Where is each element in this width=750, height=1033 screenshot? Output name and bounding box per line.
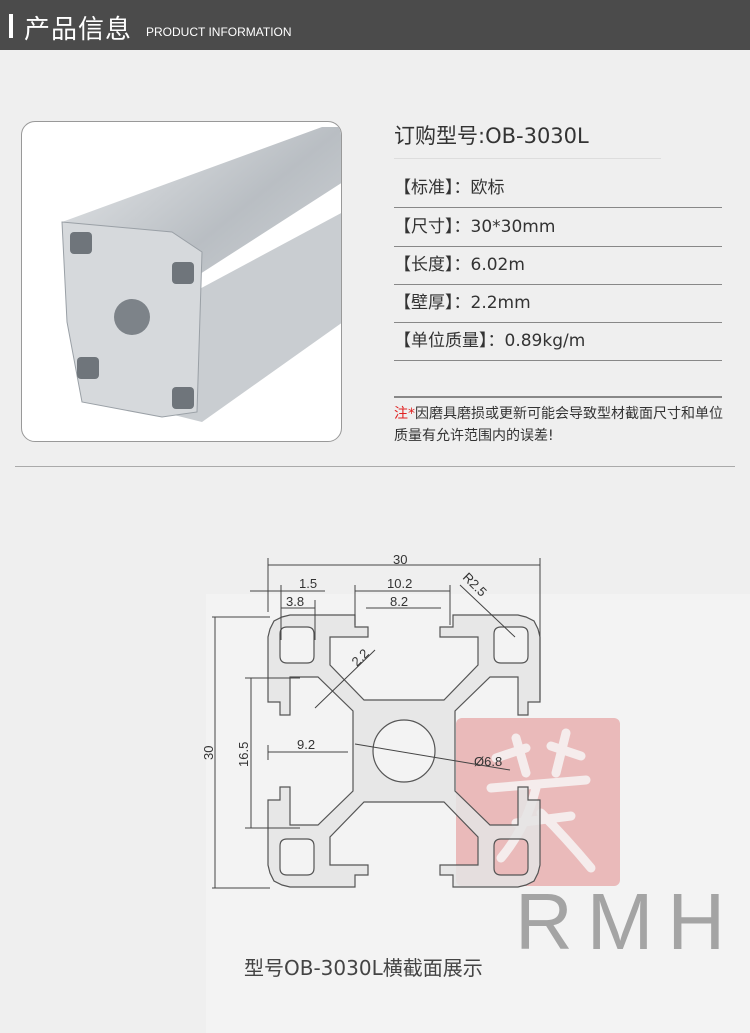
- profile-outline: [267, 614, 541, 888]
- dim-hole: Ø6.8: [474, 754, 502, 769]
- divider: [394, 396, 722, 398]
- dim-width: 30: [393, 552, 407, 567]
- section-subtitle: PRODUCT INFORMATION: [146, 25, 292, 39]
- section-divider: [15, 466, 735, 467]
- spec-value: 0.89kg/m: [504, 331, 586, 351]
- tolerance-note: 注*因磨具磨损或更新可能会导致型材截面尺寸和单位质量有允许范围内的误差!: [394, 403, 729, 447]
- watermark-logo: RMH: [515, 877, 740, 966]
- divider: [394, 158, 661, 159]
- order-model: 订购型号:OB-3030L: [394, 124, 589, 148]
- note-text: 因磨具磨损或更新可能会导致型材截面尺寸和单位质量有允许范围内的误差!: [394, 406, 723, 444]
- spec-label: 【单位质量】：: [394, 331, 505, 351]
- note-prefix: 注*: [394, 406, 415, 422]
- spec-row: 【尺寸】：30*30mm: [394, 209, 722, 247]
- dim-radius: R2.5: [460, 570, 490, 600]
- spec-label: 【标准】：: [394, 178, 471, 198]
- section-header: 产品信息 PRODUCT INFORMATION: [0, 0, 750, 50]
- spec-value: 2.2mm: [470, 293, 531, 313]
- spec-row: 【壁厚】：2.2mm: [394, 285, 722, 323]
- spec-row: 【长度】：6.02m: [394, 247, 722, 285]
- spec-value: 6.02m: [470, 255, 525, 275]
- dim-wall: 2.2: [349, 646, 372, 669]
- dim-10-2: 10.2: [387, 576, 412, 591]
- header-accent-bar: [9, 14, 13, 38]
- dim-height: 30: [201, 746, 216, 760]
- dim-9-2: 9.2: [297, 737, 315, 752]
- spec-row: 【单位质量】：0.89kg/m: [394, 323, 722, 361]
- spec-label: 【尺寸】：: [394, 217, 471, 237]
- drawing-caption: 型号OB-3030L横截面展示: [244, 956, 483, 980]
- spec-value: 欧标: [470, 178, 505, 198]
- section-title: 产品信息: [24, 15, 133, 45]
- dim-1-5: 1.5: [299, 576, 317, 591]
- dim-3-8: 3.8: [286, 594, 304, 609]
- spec-row: 【标准】：欧标: [394, 170, 722, 208]
- spec-value: 30*30mm: [470, 217, 556, 237]
- spec-label: 【壁厚】：: [394, 293, 471, 313]
- dimension-lines: [212, 558, 541, 889]
- product-photo: [21, 121, 342, 442]
- dim-16-5: 16.5: [236, 742, 251, 767]
- dim-8-2: 8.2: [390, 594, 408, 609]
- spec-label: 【长度】：: [394, 255, 471, 275]
